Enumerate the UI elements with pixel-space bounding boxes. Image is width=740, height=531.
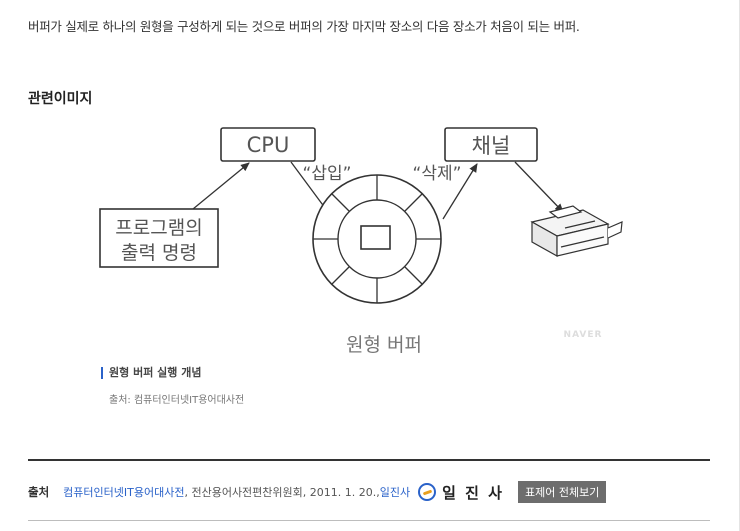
arrow-channel-to-printer [514,161,564,213]
publisher-logo-text: 일 진 사 [442,483,504,502]
source-row: 출처 컴퓨터인터넷IT용어대사전 , 전산용어사전편찬위원회, 2011. 1.… [28,481,607,503]
delete-label: “삭제” [413,164,462,184]
channel-box: 채널 [444,127,538,162]
cpu-box: CPU [220,127,316,162]
buffer-pointer-box [360,225,391,250]
source-details: , 전산용어사전편찬위원회, 2011. 1. 20., [184,486,380,499]
ring-buffer-diagram[interactable]: CPU 채널 프로그램의 출력 명령 “삽입” “삭제” 원형 버퍼 [95,118,625,363]
ring-buffer-label: 원형 버퍼 [346,334,422,356]
definition-text: 버퍼가 실제로 하나의 원형을 구성하게 되는 것으로 버퍼의 가장 마지막 장… [28,19,580,34]
insert-label: “삽입” [303,164,352,184]
program-output-line1: 프로그램의 [115,217,202,239]
image-caption-source: 출처: 컴퓨터인터넷IT용어대사전 [109,395,245,406]
arrow-cpu-to-buffer [290,161,329,213]
arrow-buffer-to-channel [442,163,478,220]
source-label: 출처 [28,485,50,499]
publisher-logo-icon [418,483,437,501]
publisher-link[interactable]: 일진사 [379,486,411,499]
arrow-program-to-cpu [192,162,250,210]
program-output-line2: 출력 명령 [121,242,197,264]
publisher-logo[interactable]: 일 진 사 [418,482,504,503]
book-link[interactable]: 컴퓨터인터넷IT용어대사전 [63,486,185,499]
printer-icon [530,205,623,258]
source-bar: 출처 컴퓨터인터넷IT용어대사전 , 전산용어사전편찬위원회, 2011. 1.… [28,459,710,521]
naver-watermark: NAVER [564,330,603,340]
ring-buffer [312,174,442,304]
image-caption-title: 원형 버퍼 실행 개념 [101,367,201,379]
related-images-title: 관련이미지 [28,91,93,107]
view-all-entries-button[interactable]: 표제어 전체보기 [517,481,607,503]
program-output-box: 프로그램의 출력 명령 [99,208,219,268]
cpu-label: CPU [247,133,290,157]
channel-label: 채널 [472,134,511,158]
